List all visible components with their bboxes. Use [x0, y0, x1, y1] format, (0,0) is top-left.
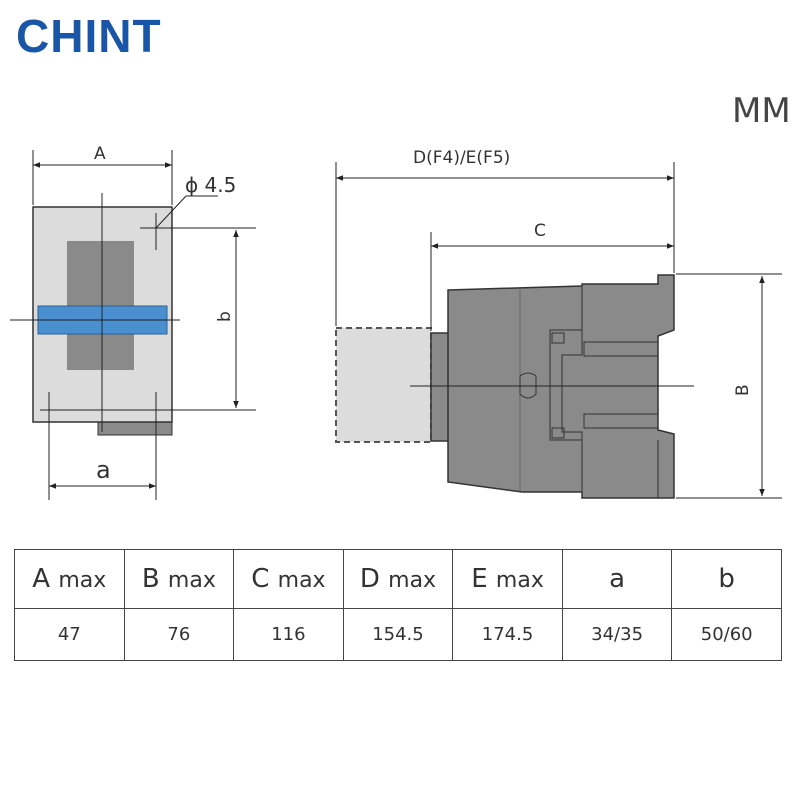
header-cell: B max [123, 549, 235, 609]
dim-A-label: A [94, 144, 106, 164]
value-cell: 174.5 [452, 608, 563, 661]
header-cell: A max [14, 549, 125, 609]
unit-label: MM [732, 91, 791, 131]
table-header-row: A max B max C max D max E max a b [14, 549, 782, 609]
dim-B-label: B [733, 384, 753, 396]
side-neck [430, 332, 450, 442]
chint-logo: CHINT [16, 10, 162, 62]
dimensions-table: A max B max C max D max E max a b 47 76 … [14, 549, 782, 661]
side-accessory-dashed [335, 327, 432, 443]
header-cell: C max [233, 549, 344, 609]
header-cell: D max [342, 549, 454, 609]
value-cell: 154.5 [342, 608, 454, 661]
front-view: A ϕ 4.5 b a [10, 144, 256, 500]
hole-diameter-label: ϕ 4.5 [185, 173, 236, 197]
value-cell: 116 [233, 608, 344, 661]
dim-DE-label: D(F4)/E(F5) [413, 148, 510, 168]
value-cell: 50/60 [671, 608, 782, 661]
dim-a-label: a [96, 456, 111, 484]
header-cell: b [671, 549, 782, 609]
value-cell: 76 [123, 608, 235, 661]
header-cell: E max [452, 549, 563, 609]
value-cell: 47 [14, 608, 125, 661]
side-view: D(F4)/E(F5) C B [335, 148, 782, 499]
header-cell: a [561, 549, 673, 609]
value-cell: 34/35 [561, 608, 673, 661]
table-row: 47 76 116 154.5 174.5 34/35 50/60 [14, 608, 782, 661]
dim-b-label: b [215, 311, 235, 322]
dim-C-label: C [534, 221, 546, 241]
